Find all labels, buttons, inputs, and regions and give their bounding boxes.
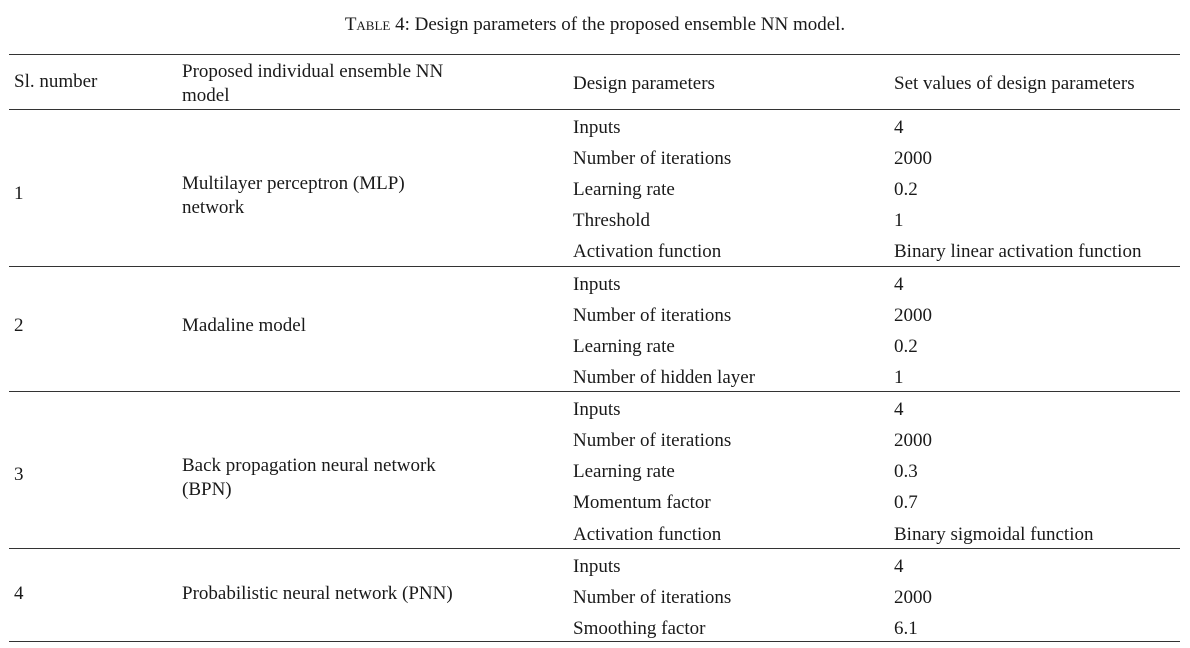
group-2-param-value: 0.2 [894,336,918,357]
group-2-param-value: 2000 [894,305,932,326]
table-label: Table 4 [344,14,405,35]
group-4-param-name: Smoothing factor [573,618,706,639]
group-1-param-value: Binary linear activation function [894,241,1142,262]
table-caption: Table 4: Design parameters of the propos… [0,14,1190,36]
group-3-param-name: Number of iterations [573,430,732,451]
header-sl-number: Sl. number [14,71,98,92]
group-3-param-name: Learning rate [573,461,675,482]
group-4-param-name: Inputs [573,556,621,577]
group-1-param-name: Threshold [573,210,651,231]
group-4-param-value: 4 [894,556,904,577]
group-1-param-value: 0.2 [894,179,918,200]
group-1-param-name: Number of iterations [573,148,732,169]
group-rule-2 [9,391,1180,392]
group-2-param-value: 4 [894,274,904,295]
group-2-param-name: Learning rate [573,336,675,357]
header-model-line1: Proposed individual ensemble NN [182,61,444,82]
group-2-sl: 2 [14,315,24,336]
group-rule-3 [9,548,1180,549]
header-model-line2: model [182,85,230,106]
group-3-param-value: 2000 [894,430,932,451]
group-1-sl: 1 [14,183,24,204]
group-4-model-line1: Probabilistic neural network (PNN) [182,583,453,604]
group-3-model-line1: Back propagation neural network [182,455,436,476]
group-4-param-name: Number of iterations [573,587,732,608]
group-4-param-value: 2000 [894,587,932,608]
group-3-param-value: 4 [894,399,904,420]
header-rule [9,109,1180,110]
top-rule [9,54,1180,55]
group-3-model-line2: (BPN) [182,479,232,500]
group-1-param-value: 4 [894,117,904,138]
group-1-param-name: Inputs [573,117,621,138]
bottom-rule [9,641,1180,642]
group-3-param-value: 0.3 [894,461,918,482]
group-1-param-value: 1 [894,210,904,231]
group-2-model-line1: Madaline model [182,315,306,336]
group-3-param-name: Momentum factor [573,492,711,513]
group-3-param-name: Activation function [573,524,722,545]
table-caption-text: : Design parameters of the proposed ense… [404,14,846,35]
group-1-param-name: Learning rate [573,179,675,200]
group-4-sl: 4 [14,583,24,604]
group-4-param-value: 6.1 [894,618,918,639]
group-3-param-value: 0.7 [894,492,918,513]
group-2-param-value: 1 [894,367,904,388]
group-2-param-name: Number of iterations [573,305,732,326]
header-design-parameters: Design parameters [573,73,715,94]
group-2-param-name: Number of hidden layer [573,367,756,388]
group-1-model-line1: Multilayer perceptron (MLP) [182,173,405,194]
group-3-param-value: Binary sigmoidal function [894,524,1094,545]
group-3-sl: 3 [14,464,24,485]
group-1-param-value: 2000 [894,148,932,169]
group-rule-1 [9,266,1180,267]
group-2-param-name: Inputs [573,274,621,295]
group-1-model-line2: network [182,197,245,218]
group-3-param-name: Inputs [573,399,621,420]
header-set-values: Set values of design parameters [894,73,1135,94]
group-1-param-name: Activation function [573,241,722,262]
